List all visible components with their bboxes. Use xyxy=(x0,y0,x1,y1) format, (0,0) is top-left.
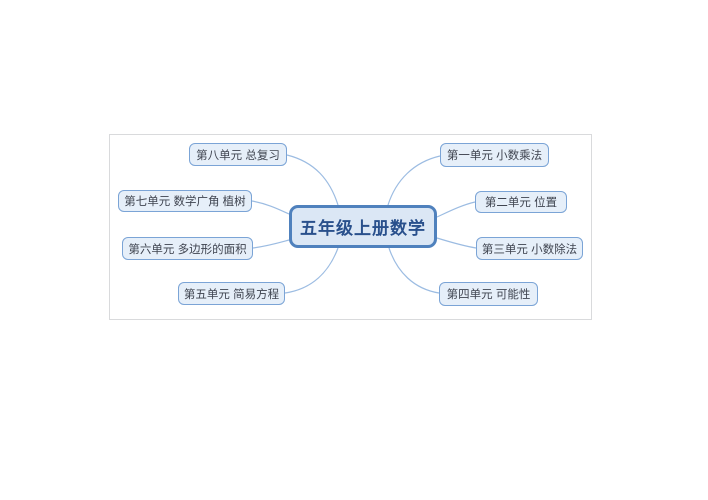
node-label: 第五单元 简易方程 xyxy=(183,288,280,301)
mindmap-node-unit7[interactable]: 第七单元 数学广角 植树 xyxy=(118,190,252,212)
node-label: 第六单元 多边形的面积 xyxy=(128,243,247,256)
mindmap-node-unit5[interactable]: 第五单元 简易方程 xyxy=(178,282,285,305)
node-label: 第一单元 小数乘法 xyxy=(446,150,543,162)
node-label: 第七单元 数学广角 植树 xyxy=(124,196,246,208)
mindmap-center-node[interactable]: 五年级上册数学 xyxy=(289,205,437,248)
mindmap-node-unit4[interactable]: 第四单元 可能性 xyxy=(439,282,538,306)
node-label: 第二单元 位置 xyxy=(484,197,558,209)
node-label: 第三单元 小数除法 xyxy=(481,243,578,256)
center-node-label: 五年级上册数学 xyxy=(300,219,426,238)
node-label: 第八单元 总复习 xyxy=(196,149,280,162)
mindmap-node-unit6[interactable]: 第六单元 多边形的面积 xyxy=(122,237,253,260)
mindmap-node-unit8[interactable]: 第八单元 总复习 xyxy=(189,143,287,166)
mindmap-node-unit3[interactable]: 第三单元 小数除法 xyxy=(476,237,583,260)
mindmap-node-unit1[interactable]: 第一单元 小数乘法 xyxy=(440,143,549,167)
mindmap-node-unit2[interactable]: 第二单元 位置 xyxy=(475,191,567,213)
node-label: 第四单元 可能性 xyxy=(446,289,531,301)
